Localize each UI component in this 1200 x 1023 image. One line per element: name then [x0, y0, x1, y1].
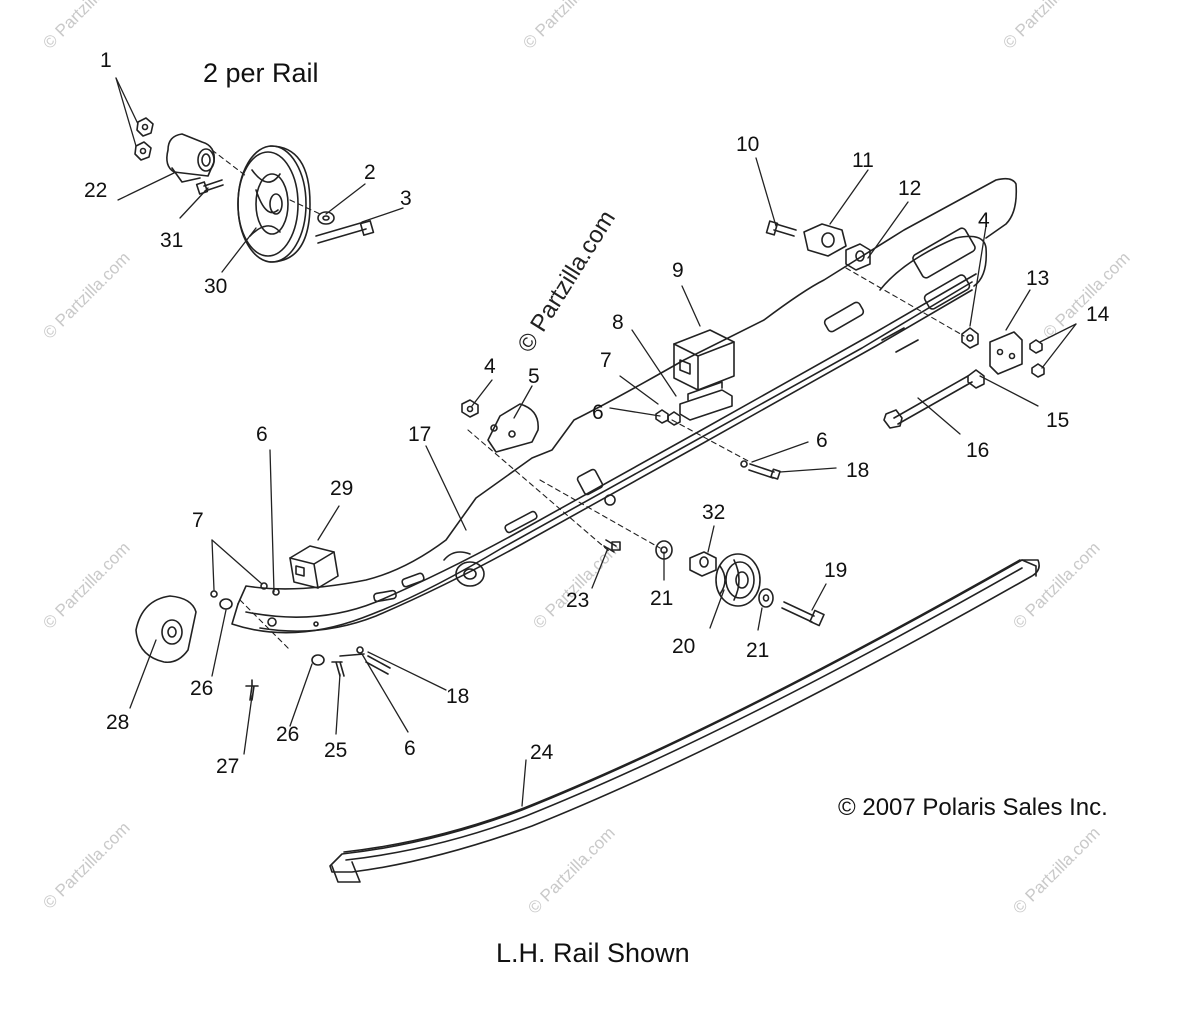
- callout-10[interactable]: 10: [736, 133, 760, 156]
- nut-icon: [967, 339, 1045, 389]
- callout-22[interactable]: 22: [84, 179, 108, 202]
- bolt-icon: [195, 179, 224, 195]
- callout-18-front[interactable]: 18: [446, 685, 470, 708]
- callout-13[interactable]: 13: [1026, 267, 1050, 290]
- bolt-icon: [315, 220, 375, 244]
- callout-6-front-bottom[interactable]: 6: [404, 737, 416, 760]
- bolt-icon: [781, 601, 825, 627]
- callout-6-front-top[interactable]: 6: [256, 423, 268, 446]
- spacer-icon: [845, 243, 871, 271]
- callout-32[interactable]: 32: [702, 501, 726, 524]
- callout-15[interactable]: 15: [1046, 409, 1070, 432]
- callout-25[interactable]: 25: [324, 739, 348, 762]
- callout-23[interactable]: 23: [566, 589, 590, 612]
- figure-caption: L.H. Rail Shown: [496, 938, 690, 968]
- front-bumper-icon: [289, 545, 339, 589]
- note-per-rail: 2 per Rail: [203, 58, 319, 88]
- spacer-icon: [689, 551, 717, 577]
- callout-29[interactable]: 29: [330, 477, 354, 500]
- callout-19[interactable]: 19: [824, 559, 848, 582]
- bolt-icon: [339, 460, 781, 675]
- nut-icon: [961, 327, 979, 349]
- leader-lines: [115, 77, 1077, 807]
- rail-wheel-icon: [715, 553, 761, 607]
- nut-icon: [134, 117, 154, 161]
- spindle-bracket-icon: [166, 133, 216, 183]
- callout-30[interactable]: 30: [204, 275, 228, 298]
- callout-21-left[interactable]: 21: [650, 587, 674, 610]
- callout-11[interactable]: 11: [852, 149, 874, 172]
- long-bolt-icon: [883, 375, 973, 429]
- callout-4-front[interactable]: 4: [484, 355, 496, 378]
- callout-26-left[interactable]: 26: [190, 677, 214, 700]
- callout-16[interactable]: 16: [966, 439, 990, 462]
- callout-8[interactable]: 8: [612, 311, 624, 334]
- bolt-icon: [765, 220, 797, 237]
- callout-12[interactable]: 12: [898, 177, 922, 200]
- nut-icon: [210, 582, 325, 666]
- callout-5[interactable]: 5: [528, 365, 540, 388]
- callout-1[interactable]: 1: [100, 49, 112, 72]
- bolt-icon: [603, 539, 621, 553]
- callout-21-right[interactable]: 21: [746, 639, 770, 662]
- callout-6-rear[interactable]: 6: [816, 429, 828, 452]
- callout-9[interactable]: 9: [672, 259, 684, 282]
- tip-guard-icon: [135, 595, 197, 664]
- retainer-clip-icon: [679, 381, 733, 421]
- callout-7-front[interactable]: 7: [192, 509, 204, 532]
- callout-20[interactable]: 20: [672, 635, 696, 658]
- bushing-icon: [803, 223, 847, 257]
- callout-31[interactable]: 31: [160, 229, 184, 252]
- washer-icon: [317, 211, 335, 225]
- callout-17[interactable]: 17: [408, 423, 432, 446]
- callout-6-mid[interactable]: 6: [592, 401, 604, 424]
- wear-strip-icon: [329, 559, 1040, 883]
- washer-icon: [655, 540, 774, 608]
- rear-bracket-icon: [989, 331, 1023, 375]
- callout-2[interactable]: 2: [364, 161, 376, 184]
- callout-4-rear[interactable]: 4: [978, 209, 990, 232]
- callout-18-rear[interactable]: 18: [846, 459, 870, 482]
- callout-14[interactable]: 14: [1086, 303, 1110, 326]
- assembly-axis-lines: [211, 149, 965, 651]
- bumper-block-icon: [673, 329, 735, 391]
- slide-rail-icon: [231, 177, 1018, 634]
- nut-icon: [461, 399, 479, 418]
- idler-wheel-icon: [237, 145, 311, 263]
- callout-28[interactable]: 28: [106, 711, 130, 734]
- copyright-notice: © 2007 Polaris Sales Inc.: [838, 794, 1108, 821]
- callout-27[interactable]: 27: [216, 755, 240, 778]
- nut-icon: [655, 409, 681, 426]
- rivet-icon: [245, 679, 259, 701]
- callout-24[interactable]: 24: [530, 741, 554, 764]
- callout-26-bottom[interactable]: 26: [276, 723, 300, 746]
- bolt-icon: [331, 661, 345, 677]
- callout-3[interactable]: 3: [400, 187, 412, 210]
- callout-7-mid[interactable]: 7: [600, 349, 612, 372]
